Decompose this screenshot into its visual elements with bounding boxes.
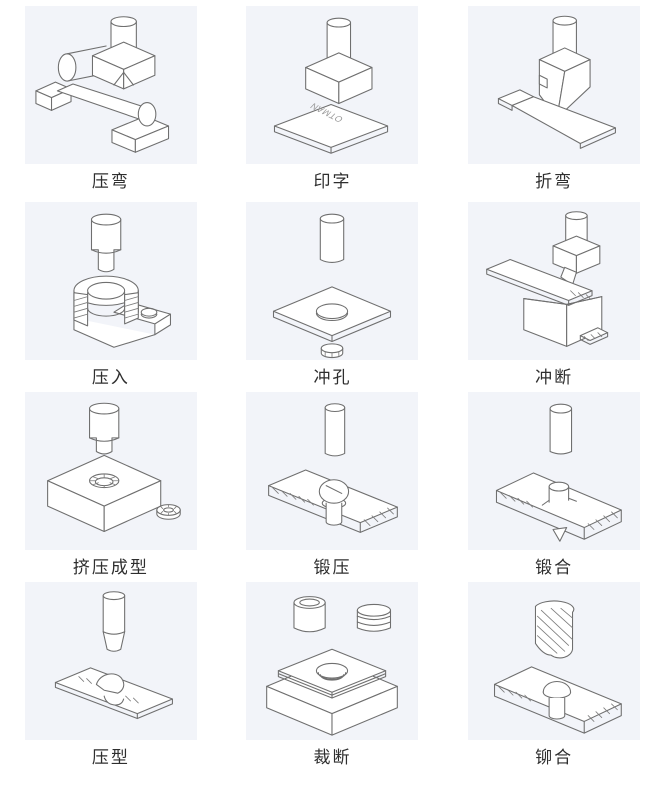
process-cell-hole-punching: 冲孔 <box>222 202 444 392</box>
panel-hole-punching <box>246 202 419 360</box>
panel-folding <box>468 6 641 164</box>
caption-forging: 锻压 <box>313 558 352 577</box>
caption-cut-off: 冲断 <box>535 368 574 387</box>
illustration-press-bending <box>35 16 169 153</box>
process-cell-blanking: 裁断 <box>222 582 444 782</box>
process-cell-extrusion-forming: 挤压成型 <box>0 392 222 582</box>
illustration-blanking <box>266 596 399 736</box>
panel-forge-joining <box>468 392 641 550</box>
panel-press-bending <box>24 6 197 164</box>
panel-blanking <box>246 582 419 740</box>
illustration-forge-joining <box>496 403 622 542</box>
caption-press-forming: 压型 <box>91 748 130 767</box>
illustration-forging <box>268 403 399 533</box>
illustration-stamping: OTMAN <box>274 17 389 154</box>
illustration-press-forming <box>54 591 173 720</box>
illustration-extrusion-forming <box>46 402 181 532</box>
caption-stamping: 印字 <box>313 172 352 191</box>
process-cell-folding: 折弯 <box>443 6 665 202</box>
panel-forging <box>246 392 419 550</box>
process-cell-cut-off: 冲断 <box>443 202 665 392</box>
illustration-hole-punching <box>273 213 392 359</box>
panel-cut-off <box>468 202 641 360</box>
process-cell-forge-joining: 锻合 <box>443 392 665 582</box>
caption-riveting: 铆合 <box>535 748 574 767</box>
caption-blanking: 裁断 <box>313 748 352 767</box>
caption-hole-punching: 冲孔 <box>313 368 352 387</box>
caption-folding: 折弯 <box>535 172 574 191</box>
process-cell-press-bending: 压弯 <box>0 6 222 202</box>
caption-press-fitting: 压入 <box>91 368 130 387</box>
process-cell-press-fitting: 压入 <box>0 202 222 392</box>
caption-forge-joining: 锻合 <box>535 558 574 577</box>
illustration-riveting <box>494 600 622 734</box>
panel-press-fitting <box>24 202 197 360</box>
panel-riveting <box>468 582 641 740</box>
process-cell-riveting: 铆合 <box>443 582 665 782</box>
panel-stamping: OTMAN <box>246 6 419 164</box>
caption-extrusion-forming: 挤压成型 <box>72 558 149 577</box>
process-cell-press-forming: 压型 <box>0 582 222 782</box>
illustration-press-fitting <box>73 213 171 348</box>
illustration-folding <box>498 15 617 149</box>
panel-press-forming <box>24 582 197 740</box>
process-cell-stamping: OTMAN 印字 <box>222 6 444 202</box>
illustration-cut-off <box>486 211 609 347</box>
panel-extrusion-forming <box>24 392 197 550</box>
caption-press-bending: 压弯 <box>91 172 130 191</box>
process-cell-forging: 锻压 <box>222 392 444 582</box>
